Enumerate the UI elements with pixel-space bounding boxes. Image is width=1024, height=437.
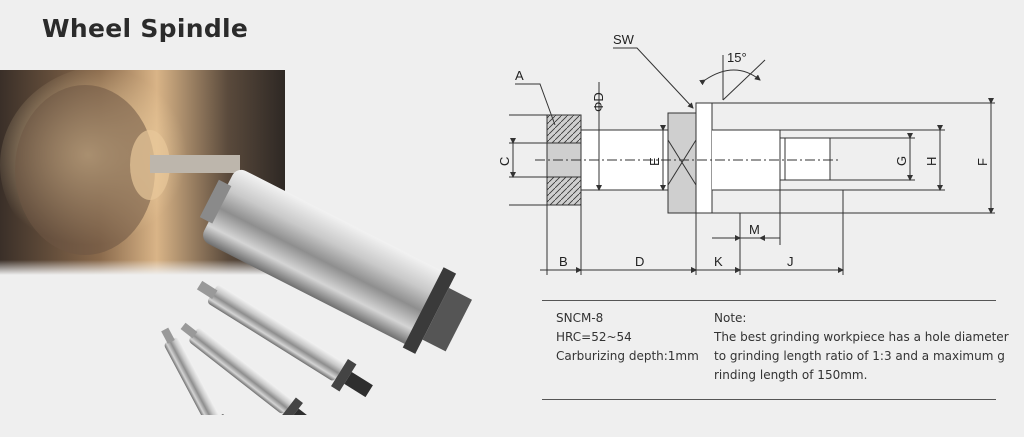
threaded-end — [779, 137, 831, 181]
label-h: H — [924, 157, 939, 166]
label-j: J — [787, 254, 794, 269]
page-title: Wheel Spindle — [42, 14, 249, 43]
specs-table — [542, 300, 996, 400]
label-m: M — [749, 222, 760, 237]
label-c: C — [497, 157, 512, 166]
note-heading: Note: — [714, 311, 747, 325]
label-angle: 15° — [727, 50, 747, 65]
label-a: A — [515, 68, 524, 83]
mini-spindle — [161, 327, 228, 415]
label-g: G — [894, 156, 909, 166]
label-phi-d: ΦD — [591, 92, 606, 112]
label-e: E — [647, 157, 662, 166]
small-spindle — [180, 322, 316, 415]
note-body: The best grinding workpiece has a hole d… — [714, 330, 1009, 382]
carburizing-depth: Carburizing depth:1mm — [556, 349, 699, 363]
label-k: K — [714, 254, 723, 269]
product-photo — [0, 70, 472, 415]
material-grade: SNCM-8 — [556, 311, 604, 325]
label-f: F — [975, 158, 990, 166]
material-specs: SNCM-8 HRC=52~54 Carburizing depth:1mm — [556, 309, 699, 366]
large-spindle — [199, 169, 472, 354]
label-b: B — [559, 254, 568, 269]
label-d: D — [635, 254, 644, 269]
spindle-diagram: A SW 15° ΦD C E G H F B D K M J — [497, 32, 995, 275]
flange — [695, 102, 713, 214]
note-block: Note: The best grinding workpiece has a … — [714, 309, 1009, 385]
medium-spindle — [196, 280, 373, 398]
lathe-chuck — [15, 85, 155, 255]
hardness-value: HRC=52~54 — [556, 330, 632, 344]
label-sw: SW — [613, 32, 635, 47]
